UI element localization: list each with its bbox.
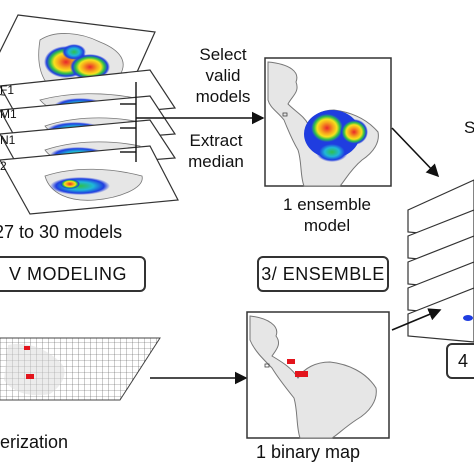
model-stack [0,14,179,215]
select-line2: valid [205,66,241,85]
layer-label: F1 [0,83,14,97]
binary-map-caption: 1 binary map [256,442,361,462]
ensemble-caption: 1 ensemble model [272,194,382,236]
select-line1: Select [199,45,247,64]
layer-label: 2 [0,159,7,173]
modeling-label: V MODELING [8,263,128,284]
model-map-layer [0,145,179,215]
raster-grid [0,337,161,401]
final-step-label: 4 [458,350,469,371]
arrow-to-final [391,127,440,178]
extract-line2: median [188,152,244,171]
final-step-box: 4 [446,343,474,379]
ensemble-map [264,57,392,187]
binary-map [246,311,390,439]
final-stack [407,179,474,343]
layer-label: M1 [0,107,17,121]
select-valid-models-label: Select valid models [183,44,263,107]
right-partial-label: S [464,118,474,137]
ensemble-caption-line2: model [303,216,351,235]
modeling-box: V MODELING [0,256,146,292]
extract-line1: Extract [189,131,243,150]
layer-label: N1 [0,133,16,147]
select-line3: models [195,87,251,106]
rasterization-caption: erization [0,432,69,452]
ensemble-label: 3/ ENSEMBLE [261,263,385,284]
selection-bracket [120,82,137,162]
ensemble-caption-line1: 1 ensemble [283,195,371,214]
ensemble-box: 3/ ENSEMBLE [257,256,389,292]
models-count-caption: 27 to 30 models [0,222,123,242]
arrow-binary-to-final [391,308,442,331]
extract-median-label: Extract median [176,130,256,172]
